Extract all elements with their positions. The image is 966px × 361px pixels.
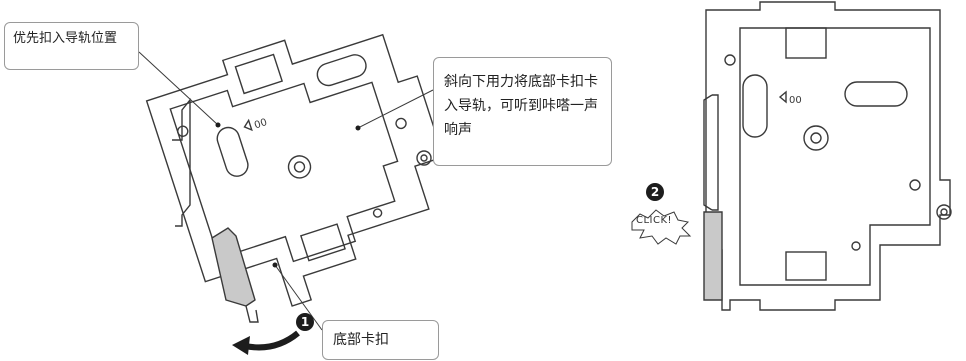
right-device-body bbox=[705, 1, 951, 311]
callout-priority-rail: 优先扣入导轨位置 bbox=[4, 22, 139, 70]
left-bottom-clip bbox=[211, 227, 256, 307]
left-device: 00 bbox=[145, 33, 445, 323]
right-device: 00 bbox=[703, 1, 952, 311]
callout-press-down: 斜向下用力将底部卡扣卡入导轨，可听到咔嗒一声响声 bbox=[433, 57, 612, 166]
left-center-hole bbox=[287, 155, 312, 179]
rotate-arrow bbox=[244, 330, 300, 351]
left-din-rail bbox=[172, 98, 191, 227]
click-label: CLICK! bbox=[636, 215, 673, 226]
svg-text:00: 00 bbox=[789, 95, 802, 106]
svg-text:00: 00 bbox=[253, 117, 269, 131]
step-badge-1: 1 bbox=[296, 313, 314, 331]
left-slot bbox=[216, 126, 249, 177]
right-din-rail bbox=[712, 94, 719, 211]
step-badge-2: 2 bbox=[646, 183, 664, 201]
left-device-body bbox=[145, 33, 445, 307]
callout-bottom-clip: 底部卡扣 bbox=[322, 320, 439, 360]
click-burst bbox=[631, 209, 692, 245]
right-bottom-clip bbox=[703, 211, 723, 301]
